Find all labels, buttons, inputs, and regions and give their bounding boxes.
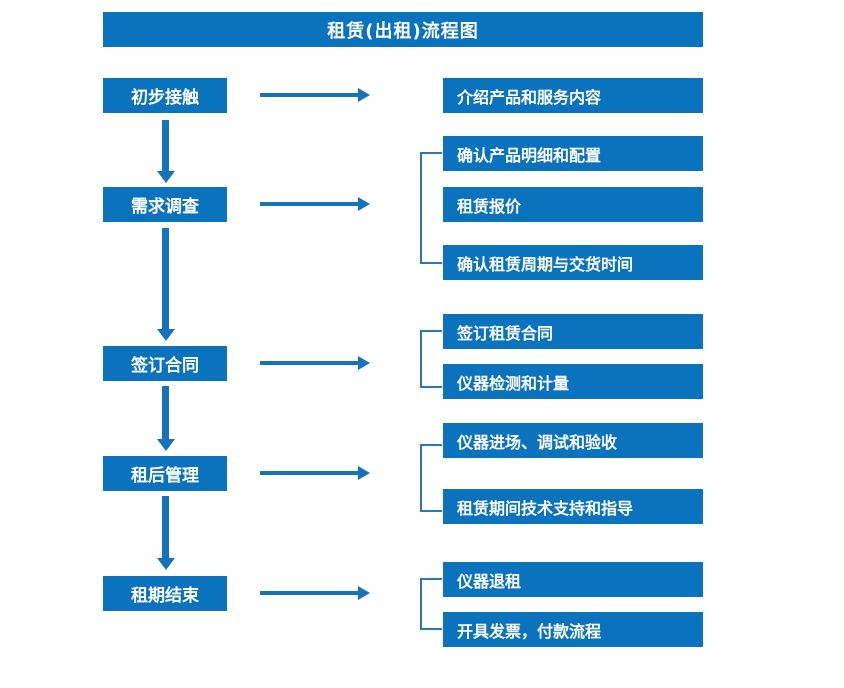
detail-box-3-2[interactable]: 仪器检测和计量 bbox=[443, 364, 703, 399]
right-arrow-1 bbox=[260, 93, 358, 97]
down-arrow-4-to-5 bbox=[162, 496, 169, 559]
detail-box-4-2[interactable]: 租赁期间技术支持和指导 bbox=[443, 489, 703, 524]
down-arrow-3-to-4 bbox=[162, 386, 169, 440]
detail-box-5-1[interactable]: 仪器退租 bbox=[443, 562, 703, 597]
group-bracket-4 bbox=[420, 444, 442, 512]
stage-box-1[interactable]: 初步接触 bbox=[103, 78, 227, 113]
stage-box-2[interactable]: 需求调查 bbox=[103, 187, 227, 222]
right-arrow-3 bbox=[260, 361, 358, 365]
detail-box-2-2[interactable]: 租赁报价 bbox=[443, 187, 703, 222]
right-arrow-5 bbox=[260, 591, 358, 595]
stage-box-5[interactable]: 租期结束 bbox=[103, 576, 227, 611]
chart-title: 租赁(出租)流程图 bbox=[103, 12, 703, 47]
stage-box-4[interactable]: 租后管理 bbox=[103, 456, 227, 491]
down-arrow-2-to-3 bbox=[162, 228, 169, 330]
detail-box-5-2[interactable]: 开具发票，付款流程 bbox=[443, 612, 703, 647]
detail-box-1-1[interactable]: 介绍产品和服务内容 bbox=[443, 78, 703, 113]
group-bracket-3 bbox=[420, 330, 442, 388]
detail-box-3-1[interactable]: 签订租赁合同 bbox=[443, 314, 703, 349]
group-bracket-2 bbox=[420, 152, 442, 264]
down-arrow-1-to-2 bbox=[162, 120, 169, 172]
group-bracket-5 bbox=[420, 578, 442, 630]
right-arrow-4 bbox=[260, 471, 358, 475]
detail-box-2-3[interactable]: 确认租赁周期与交货时间 bbox=[443, 245, 703, 280]
stage-box-3[interactable]: 签订合同 bbox=[103, 346, 227, 381]
detail-box-2-1[interactable]: 确认产品明细和配置 bbox=[443, 136, 703, 171]
right-arrow-2 bbox=[260, 202, 358, 206]
detail-box-4-1[interactable]: 仪器进场、调试和验收 bbox=[443, 423, 703, 458]
